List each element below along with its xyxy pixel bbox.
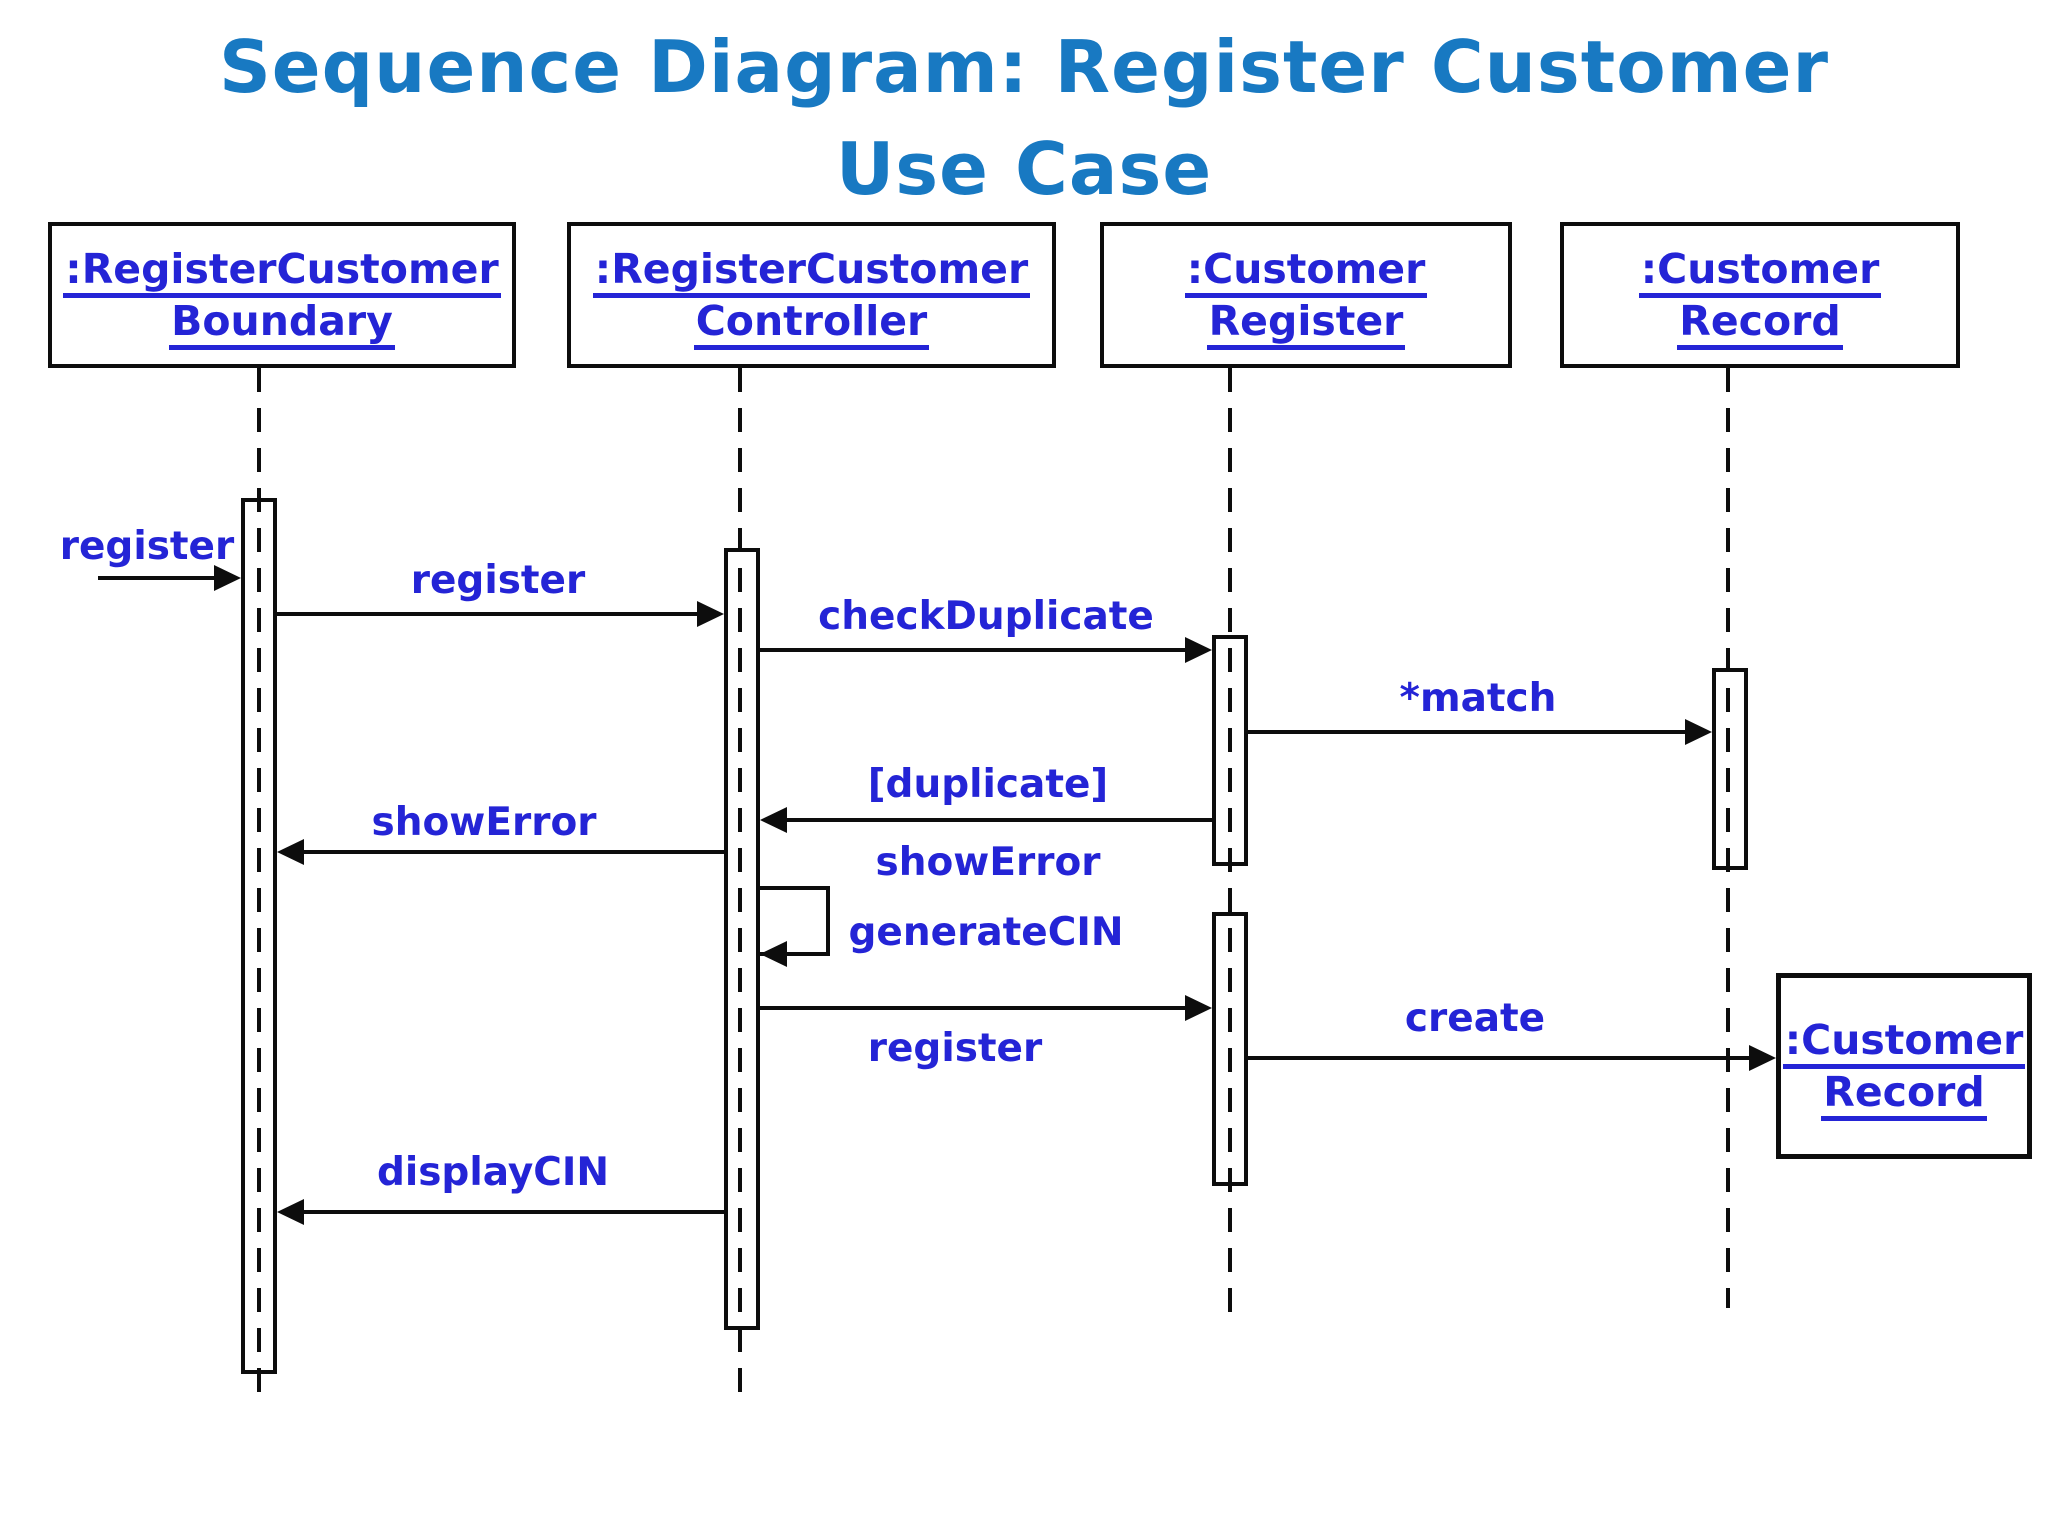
message-label-duplicate: [duplicate] — [867, 762, 1109, 807]
activation-register-1 — [1212, 635, 1248, 866]
arrowhead-right-icon — [697, 601, 724, 627]
arrowhead-right-icon — [1749, 1045, 1776, 1071]
self-call-label-generatecin: generateCIN — [848, 910, 1124, 955]
created-object-customer-record: :Customer Record — [1776, 973, 2032, 1159]
message-label-register-2: register — [867, 1026, 1043, 1071]
message-label-showerror: showError — [371, 800, 597, 845]
object-name-line: Register — [1206, 295, 1406, 350]
lifeline-register — [1228, 368, 1232, 1315]
message-line-register-found — [98, 576, 215, 580]
message-line-duplicate — [786, 818, 1212, 822]
arrowhead-left-icon — [277, 839, 304, 865]
diagram-title-line1: Sequence Diagram: Register Customer — [218, 25, 1830, 109]
message-label-register: register — [410, 558, 586, 603]
activation-register-2 — [1212, 912, 1248, 1186]
message-line-create — [1248, 1056, 1750, 1060]
arrowhead-right-icon — [214, 565, 241, 591]
message-label-displaycin: displayCIN — [376, 1150, 610, 1195]
object-name-line: :Customer — [1782, 1014, 2026, 1069]
arrowhead-right-icon — [1685, 719, 1712, 745]
arrowhead-left-icon — [760, 941, 787, 967]
self-call-label-showerror: showError — [875, 840, 1101, 885]
lifeline-record — [1726, 368, 1730, 1308]
message-line-displaycin — [303, 1210, 724, 1214]
activation-boundary — [241, 498, 277, 1374]
arrowhead-right-icon — [1185, 637, 1212, 663]
object-name-line: Record — [1677, 295, 1843, 350]
object-box-register-customer-boundary: :RegisterCustomer Boundary — [48, 222, 516, 368]
lifeline-boundary — [257, 368, 261, 1394]
arrowhead-right-icon — [1185, 995, 1212, 1021]
object-name-line: Record — [1821, 1066, 1987, 1121]
object-name-line: Boundary — [169, 295, 395, 350]
message-label-checkduplicate: checkDuplicate — [818, 594, 1154, 639]
diagram-title-line2: Use Case — [835, 127, 1213, 212]
object-name-line: :RegisterCustomer — [592, 243, 1031, 298]
message-label-create: create — [1404, 996, 1546, 1041]
message-line-match — [1248, 730, 1686, 734]
activation-controller — [724, 548, 760, 1330]
message-line-register-2 — [760, 1006, 1186, 1010]
lifeline-controller — [738, 368, 742, 1394]
object-box-customer-register: :Customer Register — [1100, 222, 1512, 368]
message-label-register-found: register — [59, 524, 235, 569]
self-call-loop — [760, 886, 830, 956]
message-line-checkduplicate — [760, 648, 1186, 652]
message-label-match: *match — [1399, 676, 1557, 721]
arrowhead-left-icon — [760, 807, 787, 833]
activation-record — [1712, 668, 1748, 870]
object-name-line: :Customer — [1638, 243, 1882, 298]
object-box-register-customer-controller: :RegisterCustomer Controller — [567, 222, 1056, 368]
object-box-customer-record: :Customer Record — [1560, 222, 1960, 368]
object-name-line: :Customer — [1184, 243, 1428, 298]
object-name-line: :RegisterCustomer — [63, 243, 501, 298]
object-name-line: Controller — [693, 295, 930, 350]
arrowhead-left-icon — [277, 1199, 304, 1225]
message-line-register — [277, 612, 698, 616]
message-line-showerror — [303, 850, 724, 854]
diagram-title: Sequence Diagram: Register Customer Use … — [0, 16, 2048, 220]
